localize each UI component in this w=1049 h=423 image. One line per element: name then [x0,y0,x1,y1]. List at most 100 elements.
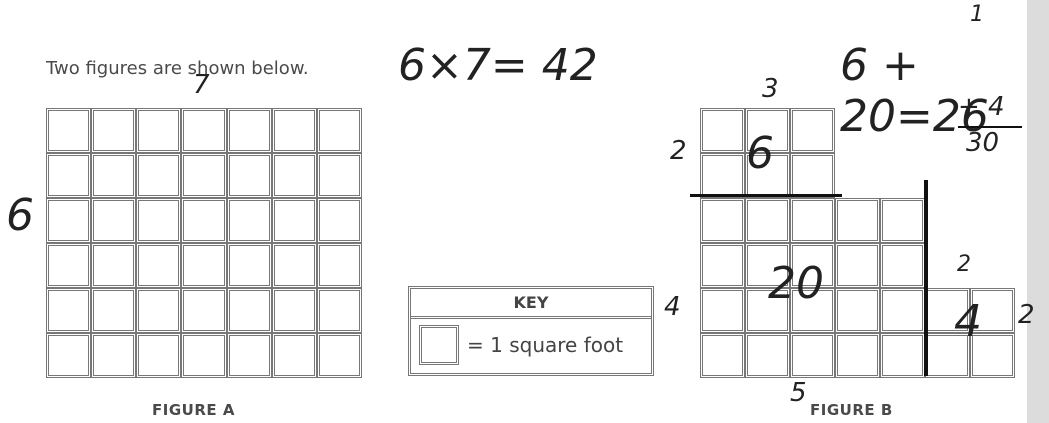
grid-cell [136,288,182,333]
grid-cell [91,108,137,153]
grid-cell [880,288,925,333]
grid-cell [136,198,182,243]
grid-cell [46,333,92,378]
grid-cell [181,333,227,378]
grid-cell [271,288,317,333]
grid-cell [745,288,790,333]
figure-b-caption: FIGURE B [810,401,893,419]
handwritten-carry: 1 [970,2,984,27]
handwritten-sum-rule [958,126,1022,128]
grid-cell [226,288,272,333]
grid-cell [970,288,1015,333]
grid-cell [835,198,880,243]
grid-cell [226,198,272,243]
grid-cell [745,198,790,243]
figure-b-middle-area-label: 20 [768,258,824,309]
grid-cell [790,108,835,153]
grid-cell [271,108,317,153]
grid-cell [700,153,745,198]
grid-cell [46,198,92,243]
grid-cell [226,243,272,288]
page-edge-strip [1027,0,1049,423]
grid-cell [880,333,925,378]
figure-b-small-height-label: 2 [1018,300,1035,330]
grid-cell [181,153,227,198]
key-row: = 1 square foot [411,319,651,371]
grid-cell [91,243,137,288]
figure-a-caption: FIGURE A [152,401,235,419]
grid-cell [700,243,745,288]
key-square [419,325,459,365]
grid-cell [271,243,317,288]
grid-cell [316,198,362,243]
ink-horizontal-line [690,194,842,197]
grid-cell [46,153,92,198]
grid-cell [790,243,835,288]
handwritten-equation-a: 6×7= 42 [398,40,598,91]
grid-cell [316,153,362,198]
grid-cell [835,288,880,333]
grid-cell [835,333,880,378]
ink-vertical-line [924,180,928,376]
grid-cell [835,243,880,288]
grid-cell [316,288,362,333]
grid-cell [136,108,182,153]
grid-cell [925,333,970,378]
grid-cell [91,153,137,198]
grid-cell [91,288,137,333]
figure-b-middle-height-label: 4 [664,292,681,322]
grid-cell [745,243,790,288]
grid-cell [700,288,745,333]
key-title: KEY [411,289,651,319]
grid-cell [226,108,272,153]
grid-cell [226,333,272,378]
grid-cell [700,198,745,243]
grid-cell [271,198,317,243]
grid-cell [46,243,92,288]
grid-cell [790,198,835,243]
handwritten-sum-total: 30 [966,128,1000,158]
prompt-text: Two figures are shown below. [46,58,309,79]
grid-cell [790,333,835,378]
grid-cell [226,153,272,198]
grid-cell [700,333,745,378]
grid-cell [271,153,317,198]
grid-cell [136,153,182,198]
grid-cell [136,333,182,378]
grid-cell [790,153,835,198]
grid-cell [790,288,835,333]
figure-b-small-block [925,288,1015,378]
grid-cell [316,243,362,288]
figure-a-grid [46,108,362,378]
grid-cell [136,243,182,288]
handwritten-sum-line-2: + 4 [958,92,1005,122]
key-box: KEY = 1 square foot [408,286,654,376]
grid-cell [271,333,317,378]
figure-a-width-label: 7 [193,70,210,100]
grid-cell [970,333,1015,378]
grid-cell [46,288,92,333]
figure-b-top-area-label: 6 [746,128,774,179]
figure-b-small-area-label: 4 [954,296,982,347]
grid-cell [181,108,227,153]
grid-cell [745,108,790,153]
figure-a-height-label: 6 [6,190,34,241]
grid-cell [91,333,137,378]
grid-cell [880,243,925,288]
grid-cell [181,243,227,288]
grid-cell [316,108,362,153]
figure-b-middle-block [700,198,925,378]
grid-cell [46,108,92,153]
grid-cell [181,288,227,333]
key-text: = 1 square foot [467,333,624,357]
figure-b-small-width-label: 2 [957,252,971,277]
grid-cell [745,333,790,378]
grid-cell [880,198,925,243]
grid-cell [700,108,745,153]
figure-b-top-width-label: 3 [762,74,779,104]
handwritten-sum-line-1: 6 + 20=26 [840,40,989,142]
grid-cell [91,198,137,243]
figure-b-top-height-label: 2 [670,136,687,166]
grid-cell [316,333,362,378]
grid-cell [181,198,227,243]
